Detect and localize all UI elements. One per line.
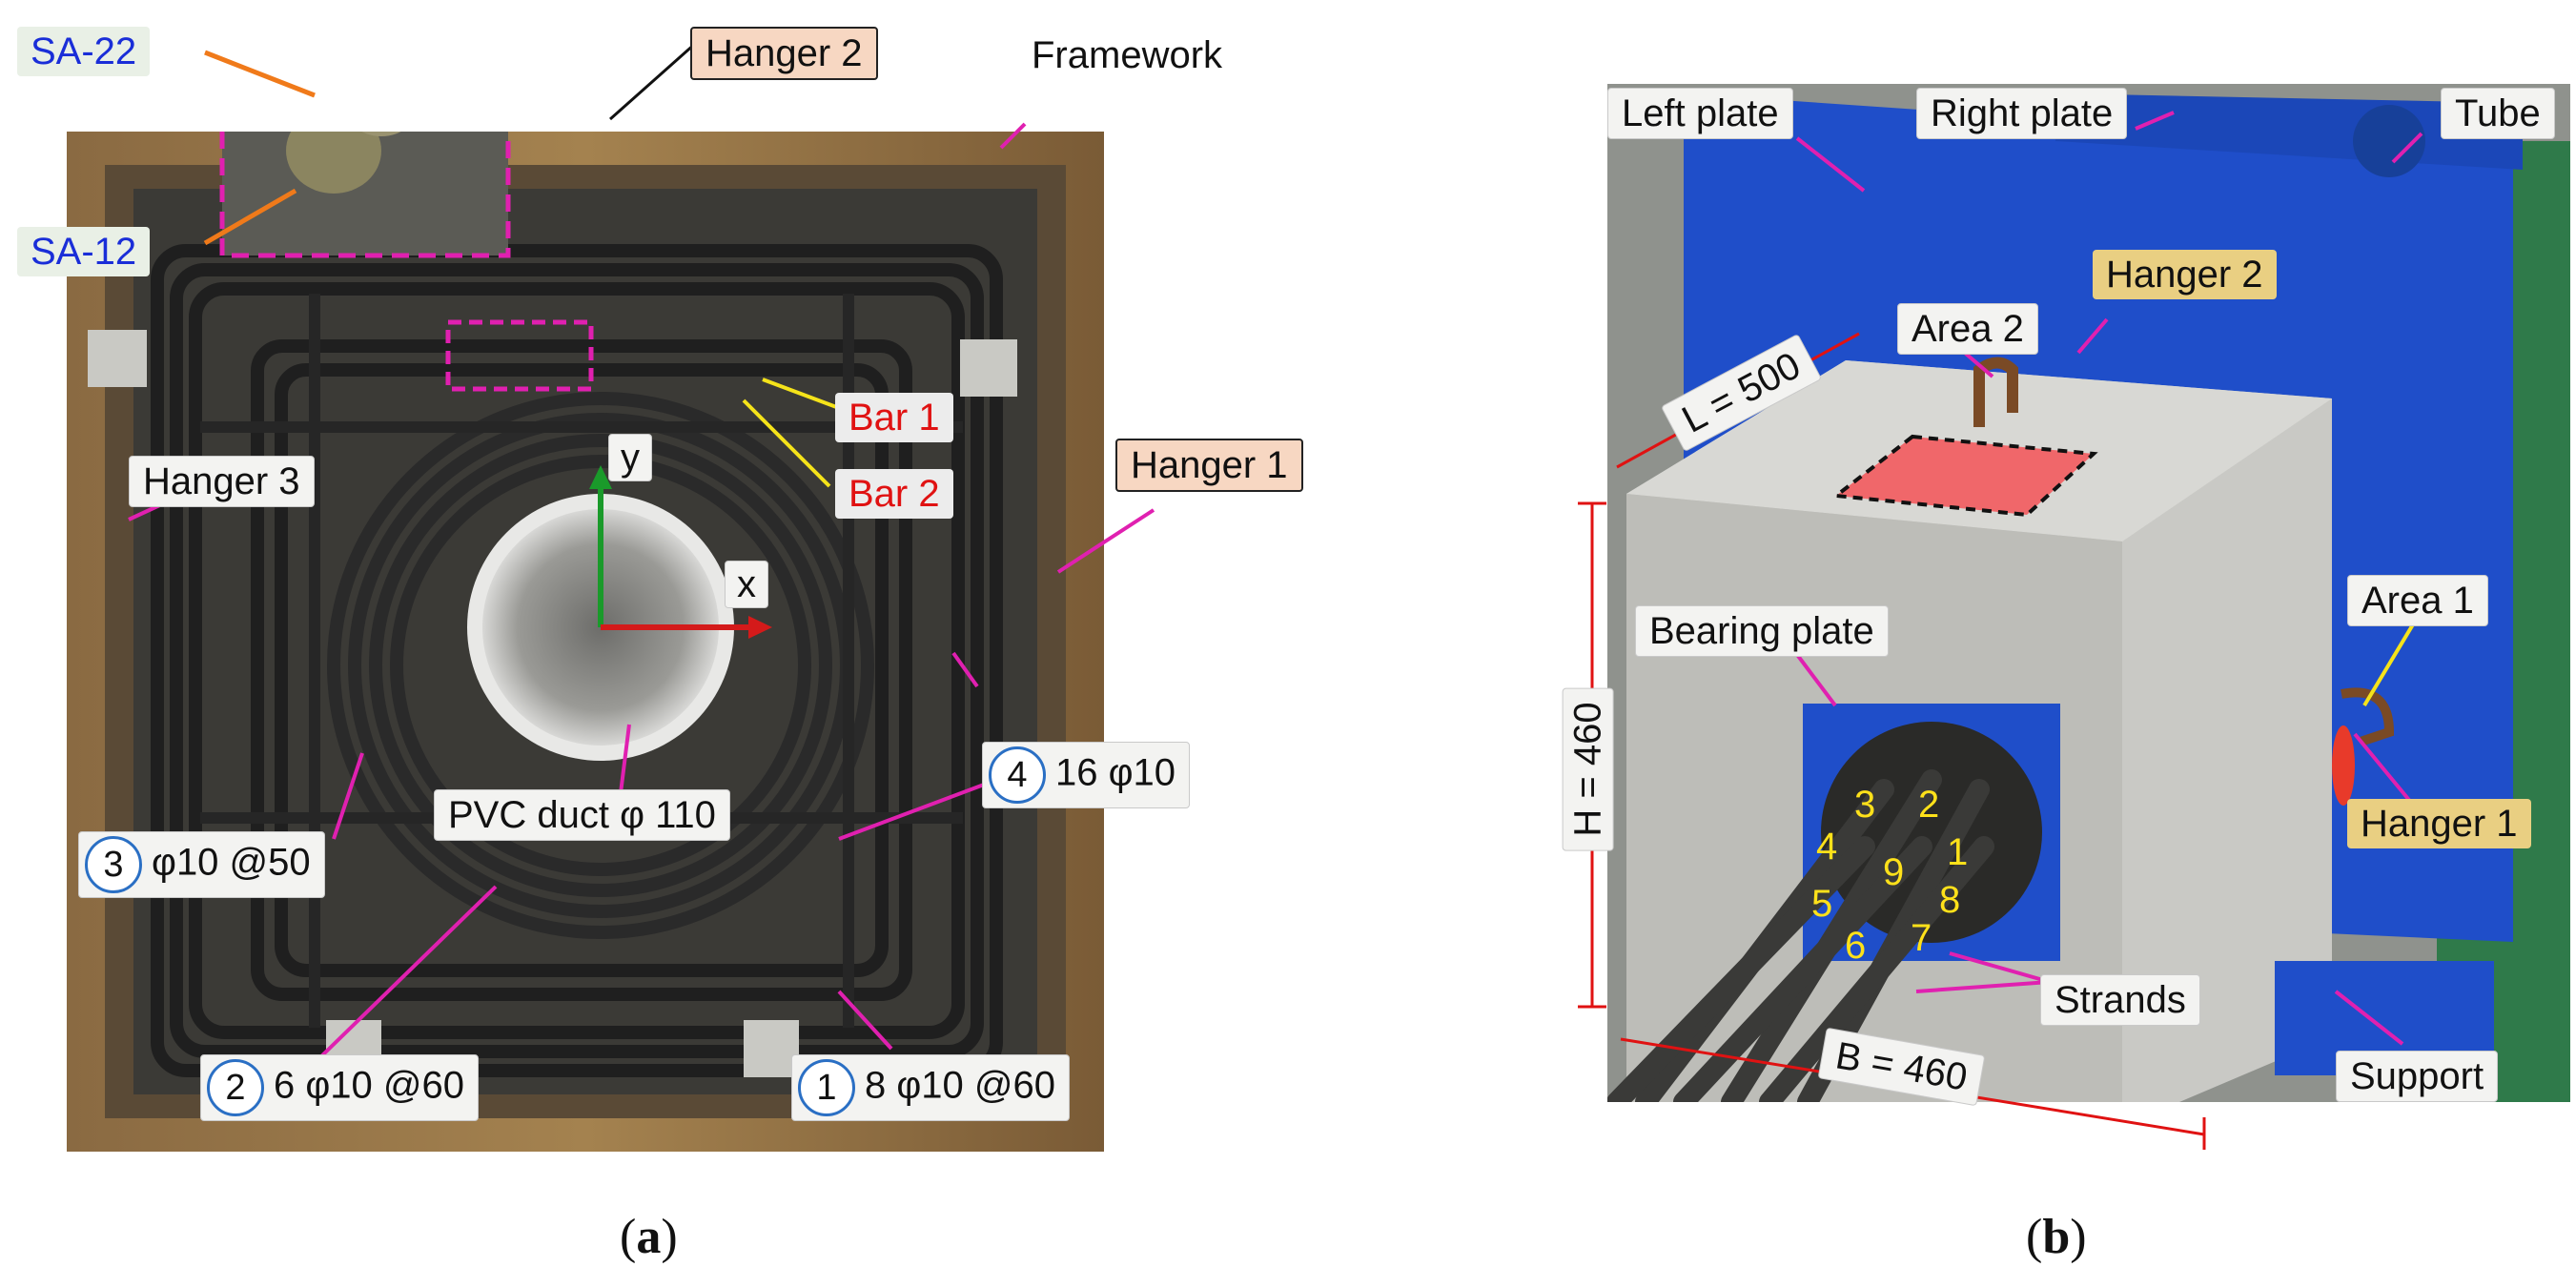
strand-number: 7	[1911, 917, 1932, 959]
photo-a-rebar-cage	[67, 132, 1104, 1152]
label-left-plate: Left plate	[1607, 88, 1793, 139]
caption-b-close: )	[2070, 1210, 2087, 1264]
label-area2: Area 2	[1897, 303, 2038, 355]
label-sa12: SA-12	[17, 227, 151, 276]
caption-b-letter: b	[2042, 1210, 2071, 1264]
strand-number: 8	[1939, 879, 1961, 921]
hanger2-b-leader	[2076, 317, 2109, 355]
x-axis-arrowhead	[748, 616, 772, 639]
caption-a-letter: a	[636, 1210, 662, 1264]
caption-a-close: )	[661, 1210, 678, 1264]
strand-number: 6	[1845, 925, 1867, 967]
rebar-2-text: 6 φ10 @60	[274, 1064, 464, 1107]
rebar-cage-illustration	[67, 132, 1104, 1152]
strand-number: 1	[1947, 831, 1969, 873]
strand-number: 9	[1883, 851, 1905, 893]
label-axis-y: y	[608, 434, 652, 481]
rebar-2-number: 2	[207, 1059, 264, 1116]
label-bar2: Bar 2	[835, 469, 953, 519]
label-support: Support	[2336, 1051, 2499, 1102]
label-hanger2-b: Hanger 2	[2093, 250, 2277, 299]
gauge-location-box	[445, 319, 594, 392]
caption-a-open: (	[620, 1210, 637, 1264]
label-strands: Strands	[2040, 974, 2200, 1026]
test-setup-illustration	[1607, 84, 2570, 1102]
label-hanger1-a: Hanger 1	[1115, 439, 1303, 492]
strand-number: 5	[1811, 883, 1833, 925]
label-framework: Framework	[1032, 34, 1223, 76]
caption-b: (b)	[2026, 1209, 2087, 1265]
label-pvc-duct: PVC duct φ 110	[434, 789, 730, 841]
label-area1: Area 1	[2347, 575, 2488, 626]
label-hanger3: Hanger 3	[129, 456, 315, 507]
area-2-marker	[1830, 434, 2098, 518]
label-right-plate: Right plate	[1916, 88, 2128, 139]
rebar-4-number: 4	[989, 746, 1046, 804]
strand-number: 3	[1854, 784, 1876, 826]
label-bearing-plate: Bearing plate	[1635, 605, 1889, 657]
strain-gauge-sa22	[361, 132, 401, 136]
area-1-marker	[2332, 725, 2355, 806]
photo-b-test-setup	[1607, 84, 2570, 1102]
rebar-1-text: 8 φ10 @60	[865, 1064, 1055, 1107]
label-hanger1-b: Hanger 1	[2347, 799, 2531, 848]
strand-number: 4	[1816, 826, 1838, 868]
caption-a: (a)	[620, 1209, 678, 1265]
caption-b-open: (	[2026, 1210, 2043, 1264]
hanger-1	[2341, 687, 2395, 746]
hanger-2	[1973, 357, 2018, 427]
strain-gauge-sa12	[286, 132, 381, 194]
rebar-3-number: 3	[85, 836, 142, 893]
rebar-3-text: φ10 @50	[152, 841, 311, 884]
label-tube: Tube	[2441, 88, 2555, 139]
tube	[2353, 105, 2425, 177]
label-h-dimension: H = 460	[1562, 687, 1614, 851]
rebar-1-number: 1	[798, 1059, 855, 1116]
y-axis-arrowhead	[589, 465, 612, 489]
hanger2-leader	[609, 41, 697, 121]
outer-stirrups	[151, 244, 1003, 1077]
strand-number: 2	[1918, 784, 1940, 826]
label-axis-x: x	[725, 561, 768, 608]
rebar-4-text: 16 φ10	[1055, 751, 1176, 794]
label-bar1: Bar 1	[835, 393, 953, 442]
label-sa22: SA-22	[17, 27, 151, 76]
label-hanger2-a: Hanger 2	[690, 27, 878, 80]
